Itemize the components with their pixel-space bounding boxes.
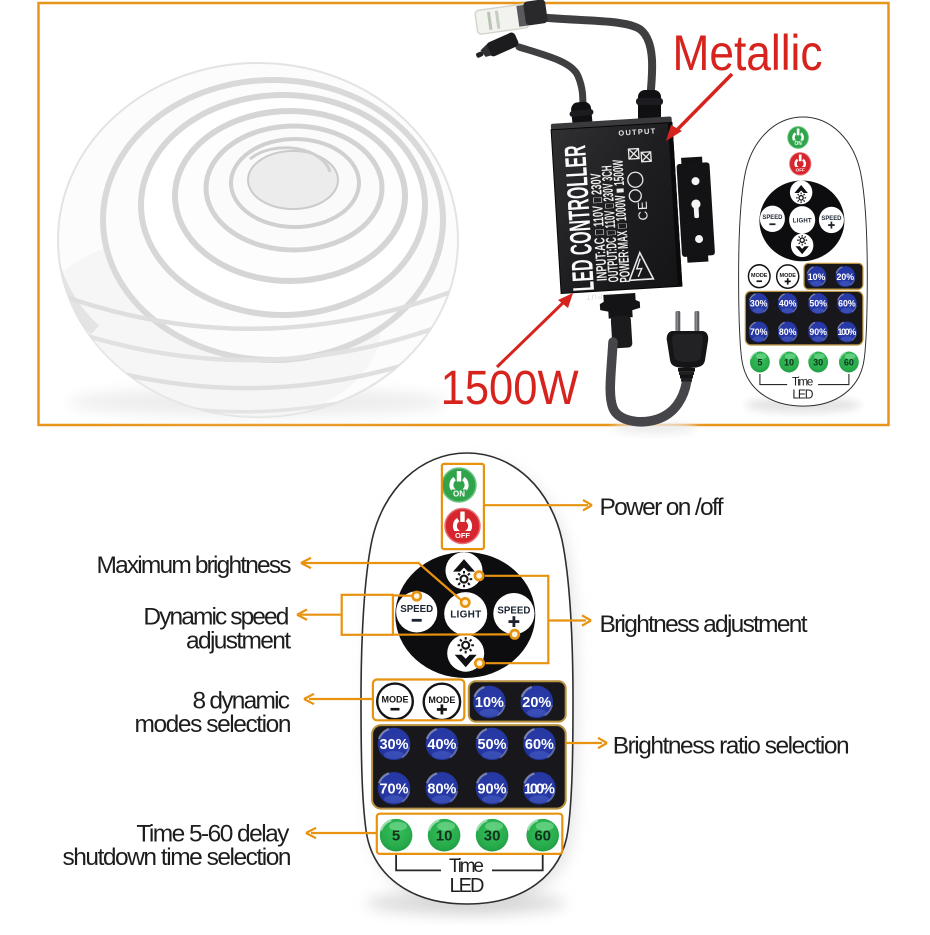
svg-text:modes selection: modes selection <box>135 711 292 738</box>
svg-text:Time 5-60 delay: Time 5-60 delay <box>136 821 290 848</box>
svg-text:adjustment: adjustment <box>186 627 291 654</box>
svg-text:CE: CE <box>635 200 651 221</box>
svg-text:POWER·MAX □ 1000W ■ 1500W: POWER·MAX □ 1000W ■ 1500W <box>611 159 634 283</box>
svg-text:shutdown time selection: shutdown time selection <box>63 844 292 871</box>
svg-text:Power on /off: Power on /off <box>600 494 724 521</box>
svg-text:Maximum brightness: Maximum brightness <box>97 552 292 579</box>
svg-text:Brightness ratio selection: Brightness ratio selection <box>613 733 850 760</box>
svg-text:Brightness adjustment: Brightness adjustment <box>600 611 808 638</box>
svg-text:INPUT:AC □ 110V □ 230V: INPUT:AC □ 110V □ 230V <box>588 172 611 281</box>
svg-text:Metallic: Metallic <box>673 25 823 81</box>
svg-text:1500W: 1500W <box>441 362 580 415</box>
svg-text:OUTPUT: OUTPUT <box>618 126 657 137</box>
svg-text:OUTPUT:DC □ 110V □ 230V 3CH: OUTPUT:DC □ 110V □ 230V 3CH <box>599 165 622 283</box>
svg-text:Dynamic speed: Dynamic speed <box>143 604 289 631</box>
svg-text:8 dynamic: 8 dynamic <box>193 687 291 714</box>
svg-text:INPUT: INPUT <box>585 291 611 300</box>
